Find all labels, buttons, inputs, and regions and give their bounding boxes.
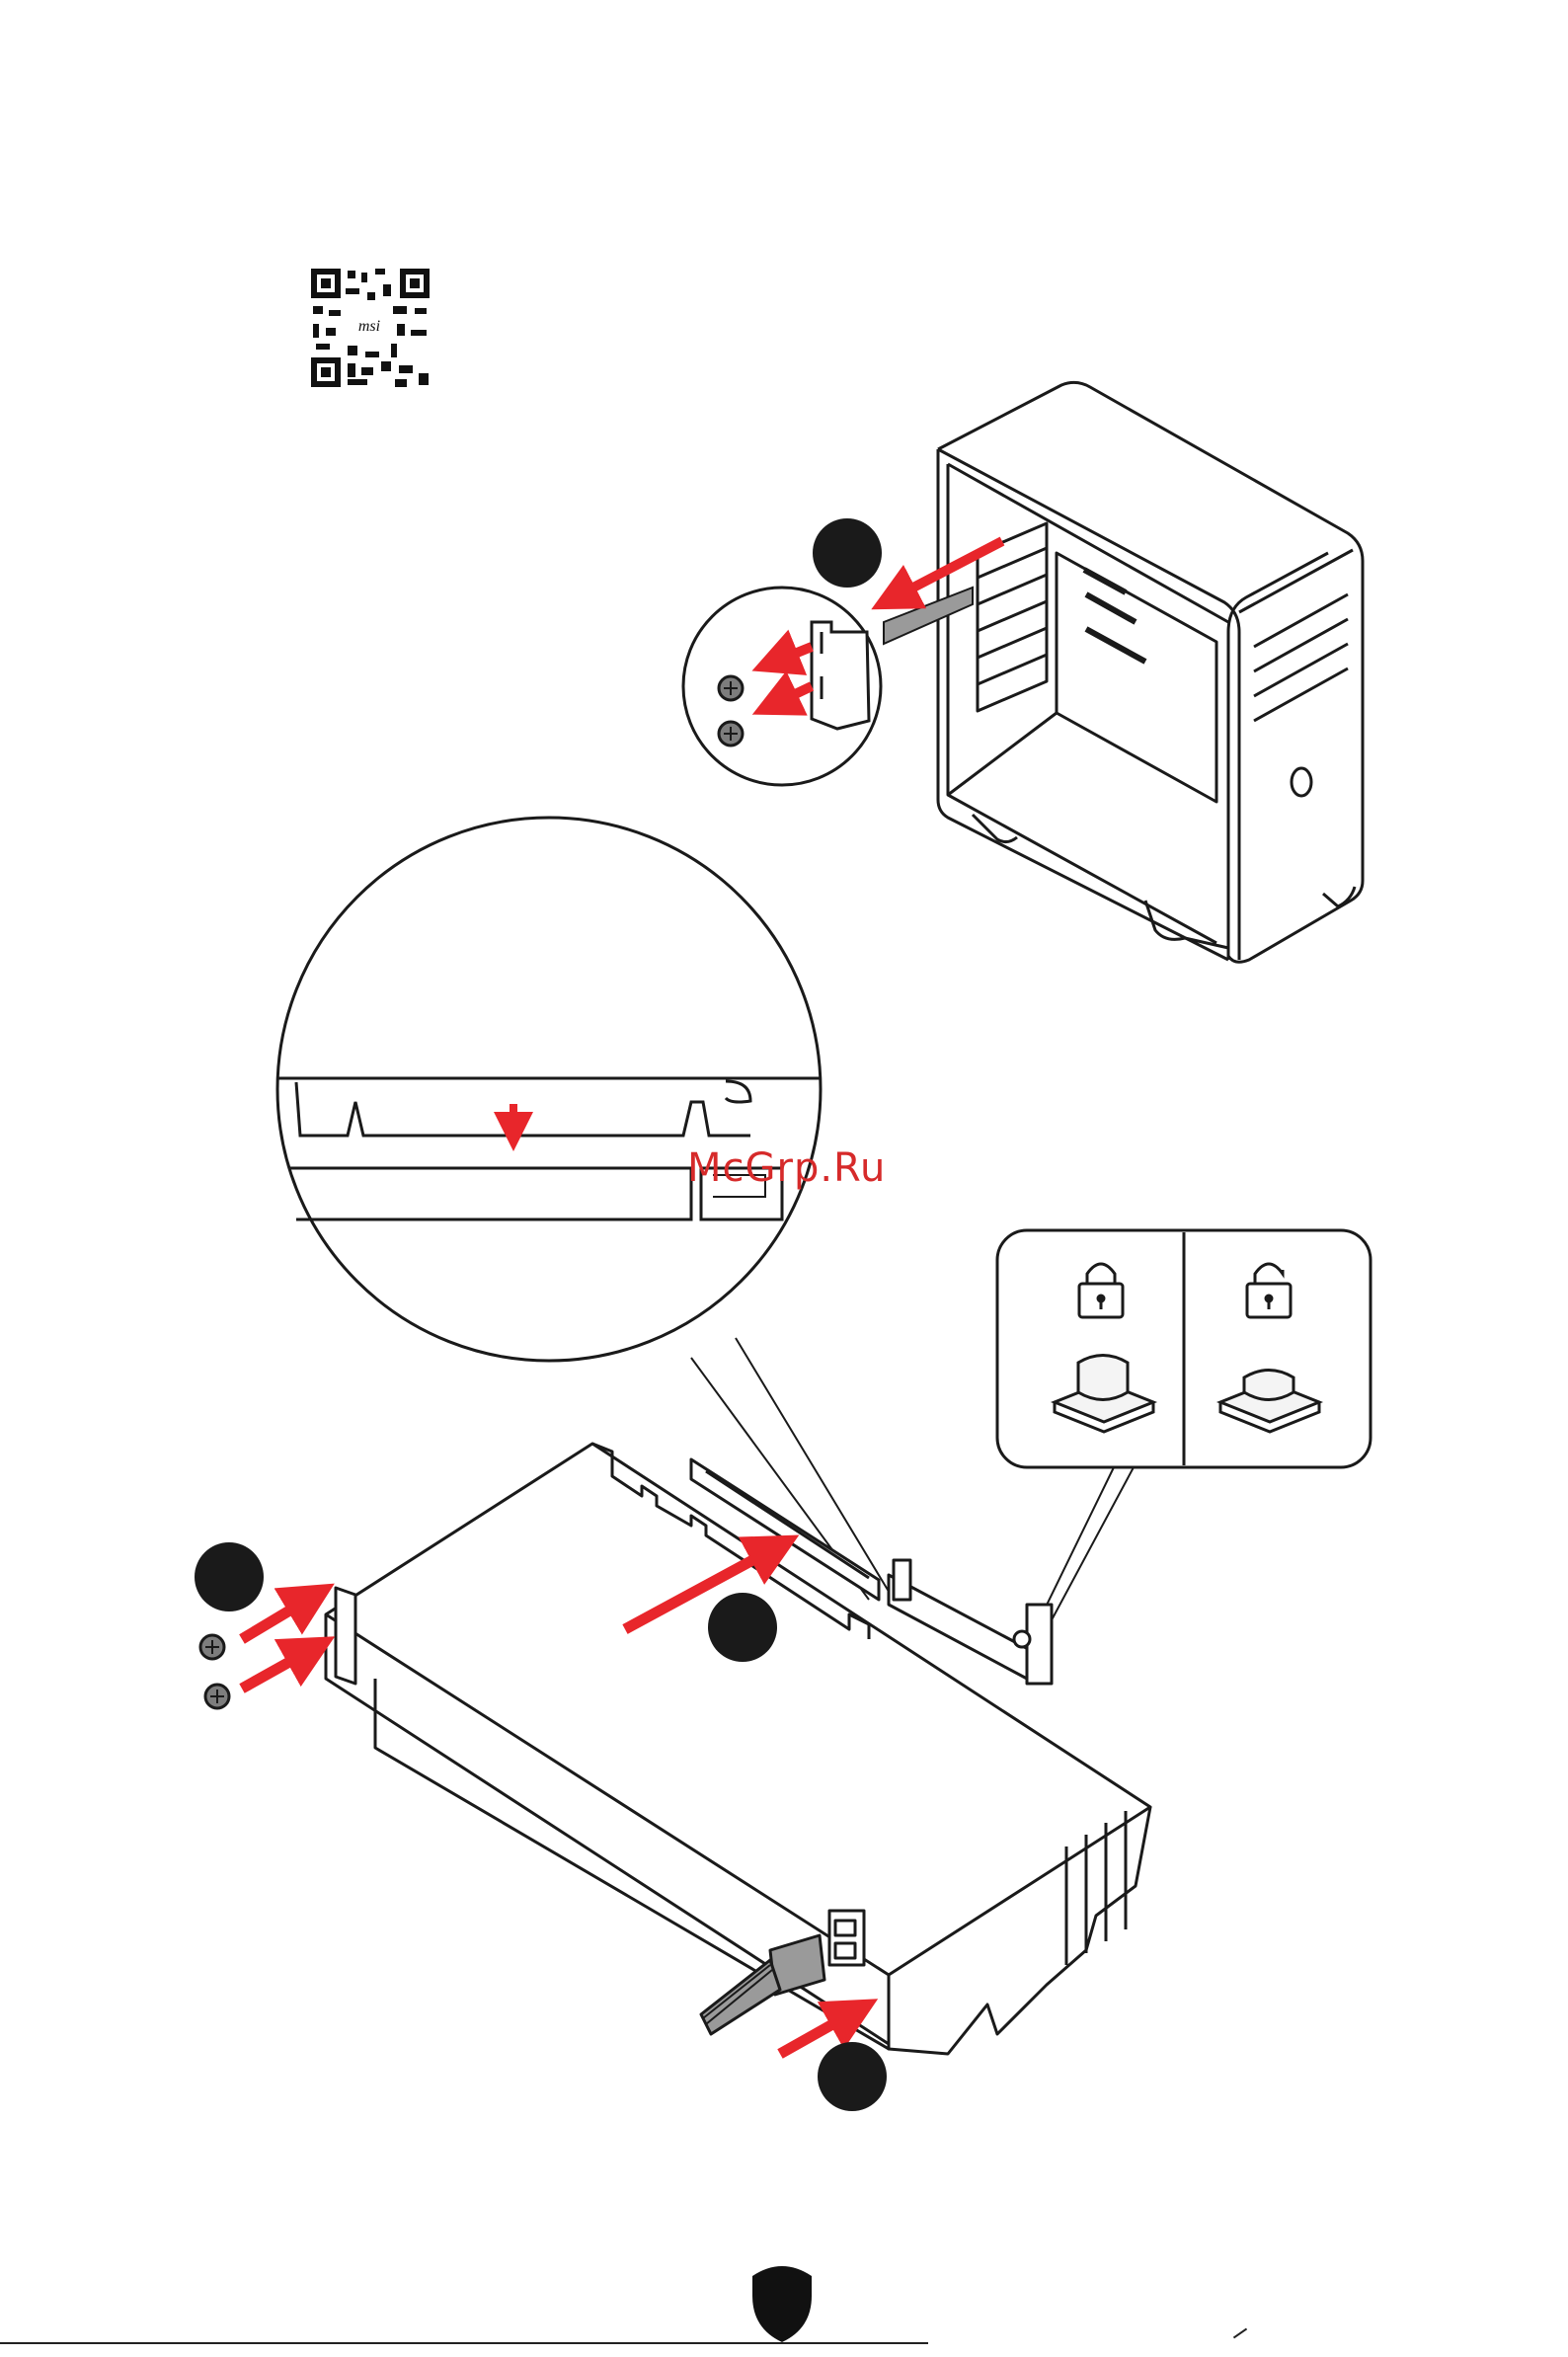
- latch-lock-panel: [997, 1230, 1371, 1629]
- qr-logo-text: msi: [358, 318, 380, 335]
- step-1-marker: [813, 518, 882, 588]
- graphics-card-illustration: [326, 1444, 1150, 2054]
- screw-icon: [205, 1685, 229, 1708]
- step-2-marker: [195, 1542, 264, 1611]
- msi-shield-icon: [752, 2266, 812, 2342]
- screw-icon: [200, 1635, 224, 1659]
- step-4-marker: [818, 2042, 887, 2111]
- watermark-text: McGrp.Ru: [687, 1145, 886, 1191]
- step-3-marker: [708, 1593, 777, 1662]
- screw-icon: [719, 722, 743, 746]
- qr-code-icon: msi: [311, 269, 430, 387]
- footer-rule: [0, 2342, 928, 2344]
- pc-case-illustration: [938, 382, 1363, 962]
- attach-screw-arrow: [242, 1647, 316, 1689]
- screw-icon: [719, 676, 743, 700]
